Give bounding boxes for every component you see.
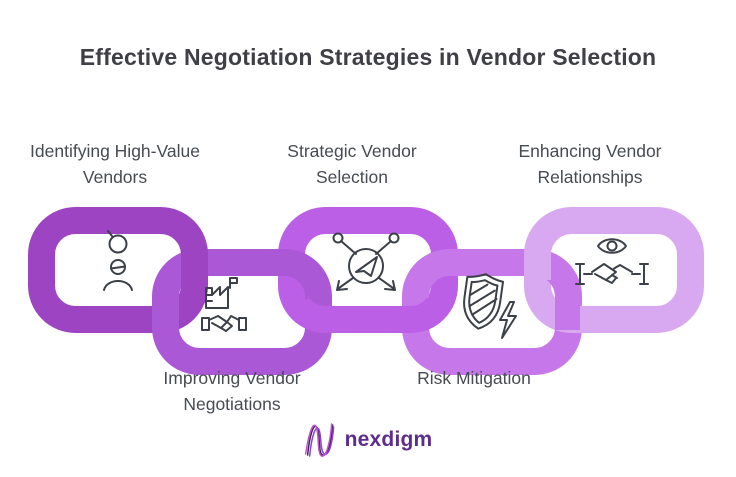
eye-handshake-icon bbox=[575, 238, 649, 285]
label-risk-mitigation: Risk Mitigation bbox=[417, 368, 531, 388]
label-identifying-high-value-vendors: Identifying High-Value Vendors bbox=[30, 141, 200, 187]
nexdigm-logo-icon bbox=[304, 423, 335, 457]
nexdigm-logo-text: nexdigm bbox=[344, 428, 433, 451]
strategy-direction-icon bbox=[332, 232, 400, 291]
chain-weave-1-over-2 bbox=[179, 246, 208, 292]
label-improving-vendor-negotiations: Improving Vendor Negotiations bbox=[163, 368, 301, 414]
user-search-icon bbox=[103, 230, 133, 291]
chain-weave-4-over-5 bbox=[546, 280, 580, 330]
chain-link-5 bbox=[524, 207, 704, 333]
label-strategic-vendor-selection: Strategic Vendor Selection bbox=[287, 141, 417, 187]
page-title: Effective Negotiation Strategies in Vend… bbox=[79, 44, 657, 70]
factory-handshake-icon bbox=[201, 277, 247, 332]
nexdigm-logo: nexdigm bbox=[304, 420, 433, 460]
shield-lightning-icon bbox=[463, 273, 517, 339]
label-enhancing-vendor-relationships: Enhancing Vendor Relationships bbox=[518, 141, 662, 187]
